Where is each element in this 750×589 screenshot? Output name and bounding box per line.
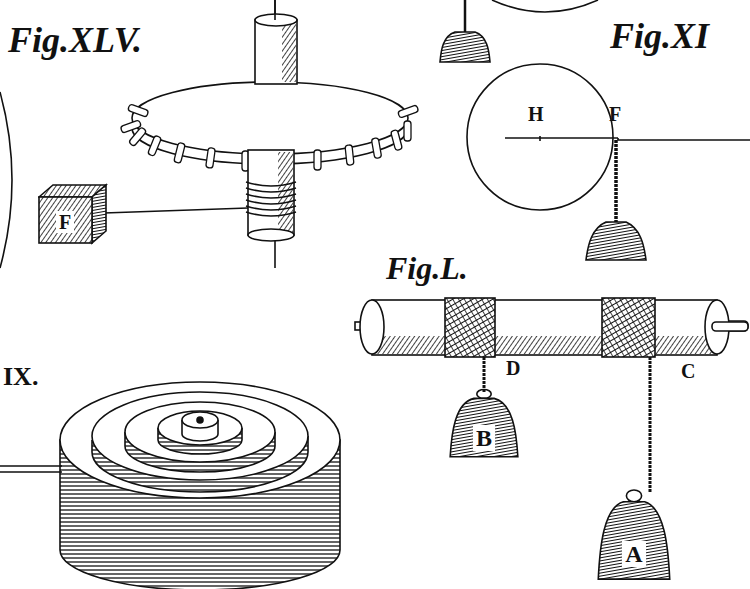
rope [614, 140, 618, 222]
part-letter: F [56, 211, 74, 233]
part-letter: A [622, 541, 645, 567]
part-letter: B [473, 425, 495, 451]
hanging-weight: A [596, 488, 672, 586]
cord [104, 208, 248, 213]
weight-outline [596, 488, 672, 586]
hanging-weight: B [448, 388, 520, 462]
spiral-spring-box [60, 382, 340, 589]
circle-arc [0, 92, 12, 268]
weight [586, 222, 646, 260]
circle-arc [492, 0, 598, 12]
figure-label: Fig.XI [610, 18, 709, 54]
rope [649, 357, 652, 492]
wheel-circle [467, 64, 613, 210]
cord [0, 466, 62, 472]
axle-cylinder [355, 298, 748, 357]
part-letter: H [528, 104, 544, 124]
weight [440, 32, 490, 62]
part-letter: IX. [3, 364, 38, 390]
part-letter: C [681, 361, 695, 381]
rope [483, 357, 486, 392]
weight-box: F [38, 183, 108, 245]
figure-label: Fig.L. [386, 252, 468, 284]
radius-line [505, 137, 618, 139]
centre-mark [539, 136, 541, 141]
cord [618, 138, 750, 140]
part-letter: F [609, 104, 621, 124]
spindle [246, 150, 296, 241]
part-letter: D [506, 358, 520, 378]
upright-cylinder [255, 0, 297, 84]
rope [464, 0, 467, 32]
figure-label: Fig.XLV. [8, 22, 142, 58]
